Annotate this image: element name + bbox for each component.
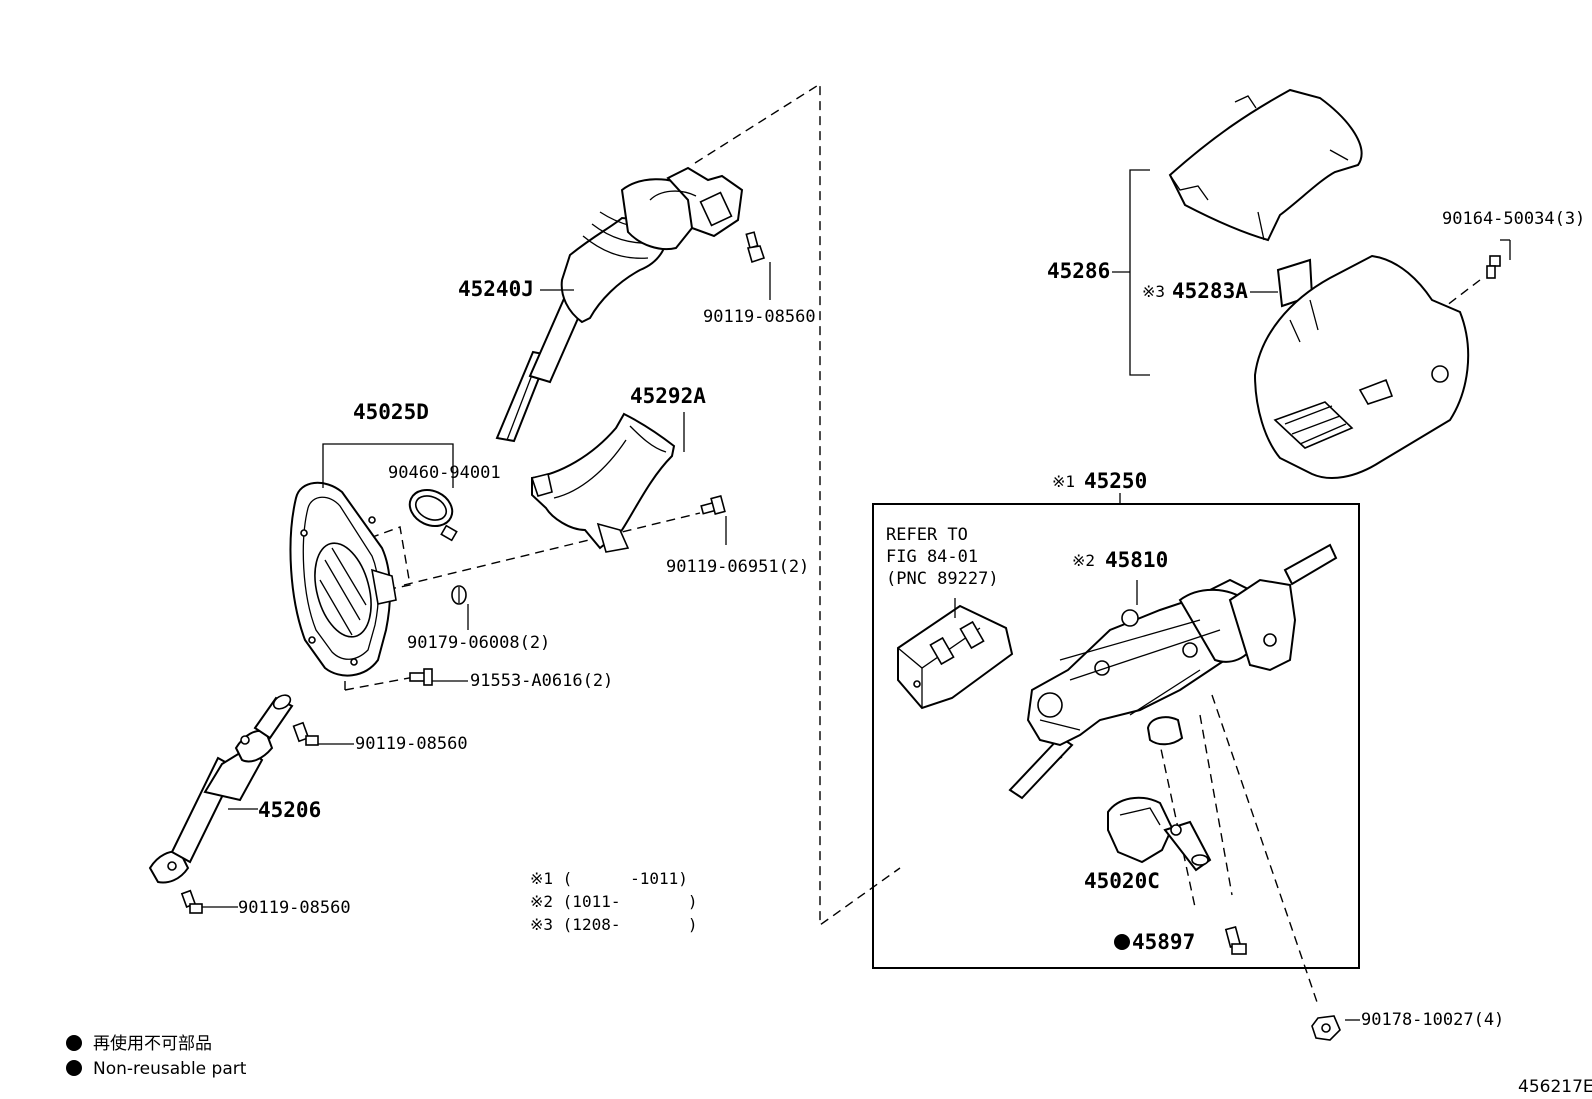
refer-text-line2[interactable]: FIG 84-01 xyxy=(886,547,978,567)
remark-notes: ※1 ( -1011) ※2 (1011- ) ※3 (1208- ) xyxy=(530,869,698,934)
label-45286[interactable]: 45286 xyxy=(1047,259,1110,283)
bolt-90119-06951[interactable] xyxy=(700,494,726,516)
label-45025d[interactable]: 45025D xyxy=(353,400,429,424)
refer-text-line1[interactable]: REFER TO xyxy=(886,525,968,545)
label-90164-50034[interactable]: 90164-50034(3) xyxy=(1442,209,1585,229)
part-45206-lower-shaft[interactable] xyxy=(148,692,294,884)
label-45250[interactable]: 45250 xyxy=(1084,469,1147,493)
label-90179-06008[interactable]: 90179-06008(2) xyxy=(407,633,550,653)
label-91553-a0616[interactable]: 91553-A0616(2) xyxy=(470,671,613,691)
diagram-id: 456217E xyxy=(1518,1077,1592,1097)
leader-lines xyxy=(202,169,1511,1021)
label-45283a-mark: ※3 xyxy=(1142,282,1165,301)
legend-text-ja: 再使用不可部品 xyxy=(93,1033,212,1054)
label-45283a[interactable]: 45283A xyxy=(1172,279,1248,303)
label-90119-08560-mid[interactable]: 90119-08560 xyxy=(355,734,468,754)
part-90460-94001-clamp[interactable] xyxy=(404,483,458,542)
label-45240j[interactable]: 45240J xyxy=(458,277,534,301)
note-2: ※2 (1011- ) xyxy=(530,892,698,911)
label-45250-mark: ※1 xyxy=(1052,472,1075,491)
bolt-90119-08560-bottom[interactable] xyxy=(180,889,203,914)
part-45810-column[interactable] xyxy=(1008,543,1338,800)
note-1: ※1 ( -1011) xyxy=(530,869,688,888)
non-reusable-marker xyxy=(1114,934,1130,950)
label-45810[interactable]: 45810 xyxy=(1105,548,1168,572)
note-3: ※3 (1208- ) xyxy=(530,915,698,934)
part-45240j-shaft[interactable] xyxy=(495,166,744,443)
label-90119-08560-bottom[interactable]: 90119-08560 xyxy=(238,898,351,918)
label-45810-mark: ※2 xyxy=(1072,551,1095,570)
legend-bullet-en xyxy=(66,1060,82,1076)
nut-90178-10027[interactable] xyxy=(1311,1015,1341,1041)
bolt-90119-08560-mid[interactable] xyxy=(292,721,319,746)
legend-text-en: Non-reusable part xyxy=(93,1059,247,1079)
part-45286-upper-cover[interactable] xyxy=(1168,88,1363,242)
label-90178-10027[interactable]: 90178-10027(4) xyxy=(1361,1010,1504,1030)
part-labels: 45240J 90119-08560 45025D 90460-94001 45… xyxy=(238,209,1585,1030)
bolt-45897[interactable] xyxy=(1224,926,1247,955)
part-45292a-bracket[interactable] xyxy=(530,412,676,553)
screw-90164-50034[interactable] xyxy=(1486,255,1501,279)
label-45206[interactable]: 45206 xyxy=(258,798,321,822)
bolt-90119-08560-top[interactable] xyxy=(745,231,766,264)
label-90119-06951[interactable]: 90119-06951(2) xyxy=(666,557,809,577)
legend-bullet-ja xyxy=(66,1035,82,1051)
label-90119-08560-top[interactable]: 90119-08560 xyxy=(703,307,816,327)
nut-90179-06008[interactable] xyxy=(451,585,467,605)
part-45286-lower-cover[interactable] xyxy=(1253,254,1470,479)
refer-text-line3[interactable]: (PNC 89227) xyxy=(886,569,999,589)
label-45897[interactable]: 45897 xyxy=(1132,930,1195,954)
label-45292a[interactable]: 45292A xyxy=(630,384,706,408)
part-45025d-cover-plate[interactable] xyxy=(289,481,397,677)
part-45020c-lock-housing[interactable] xyxy=(1107,796,1212,872)
box-45250-assembly xyxy=(872,503,1360,969)
bolt-91553-a0616[interactable] xyxy=(409,668,433,686)
label-45020c[interactable]: 45020C xyxy=(1084,869,1160,893)
label-90460-94001[interactable]: 90460-94001 xyxy=(388,463,501,483)
part-89227-switch-unit[interactable] xyxy=(897,604,1014,710)
legend: 再使用不可部品 Non-reusable part xyxy=(66,1033,247,1079)
